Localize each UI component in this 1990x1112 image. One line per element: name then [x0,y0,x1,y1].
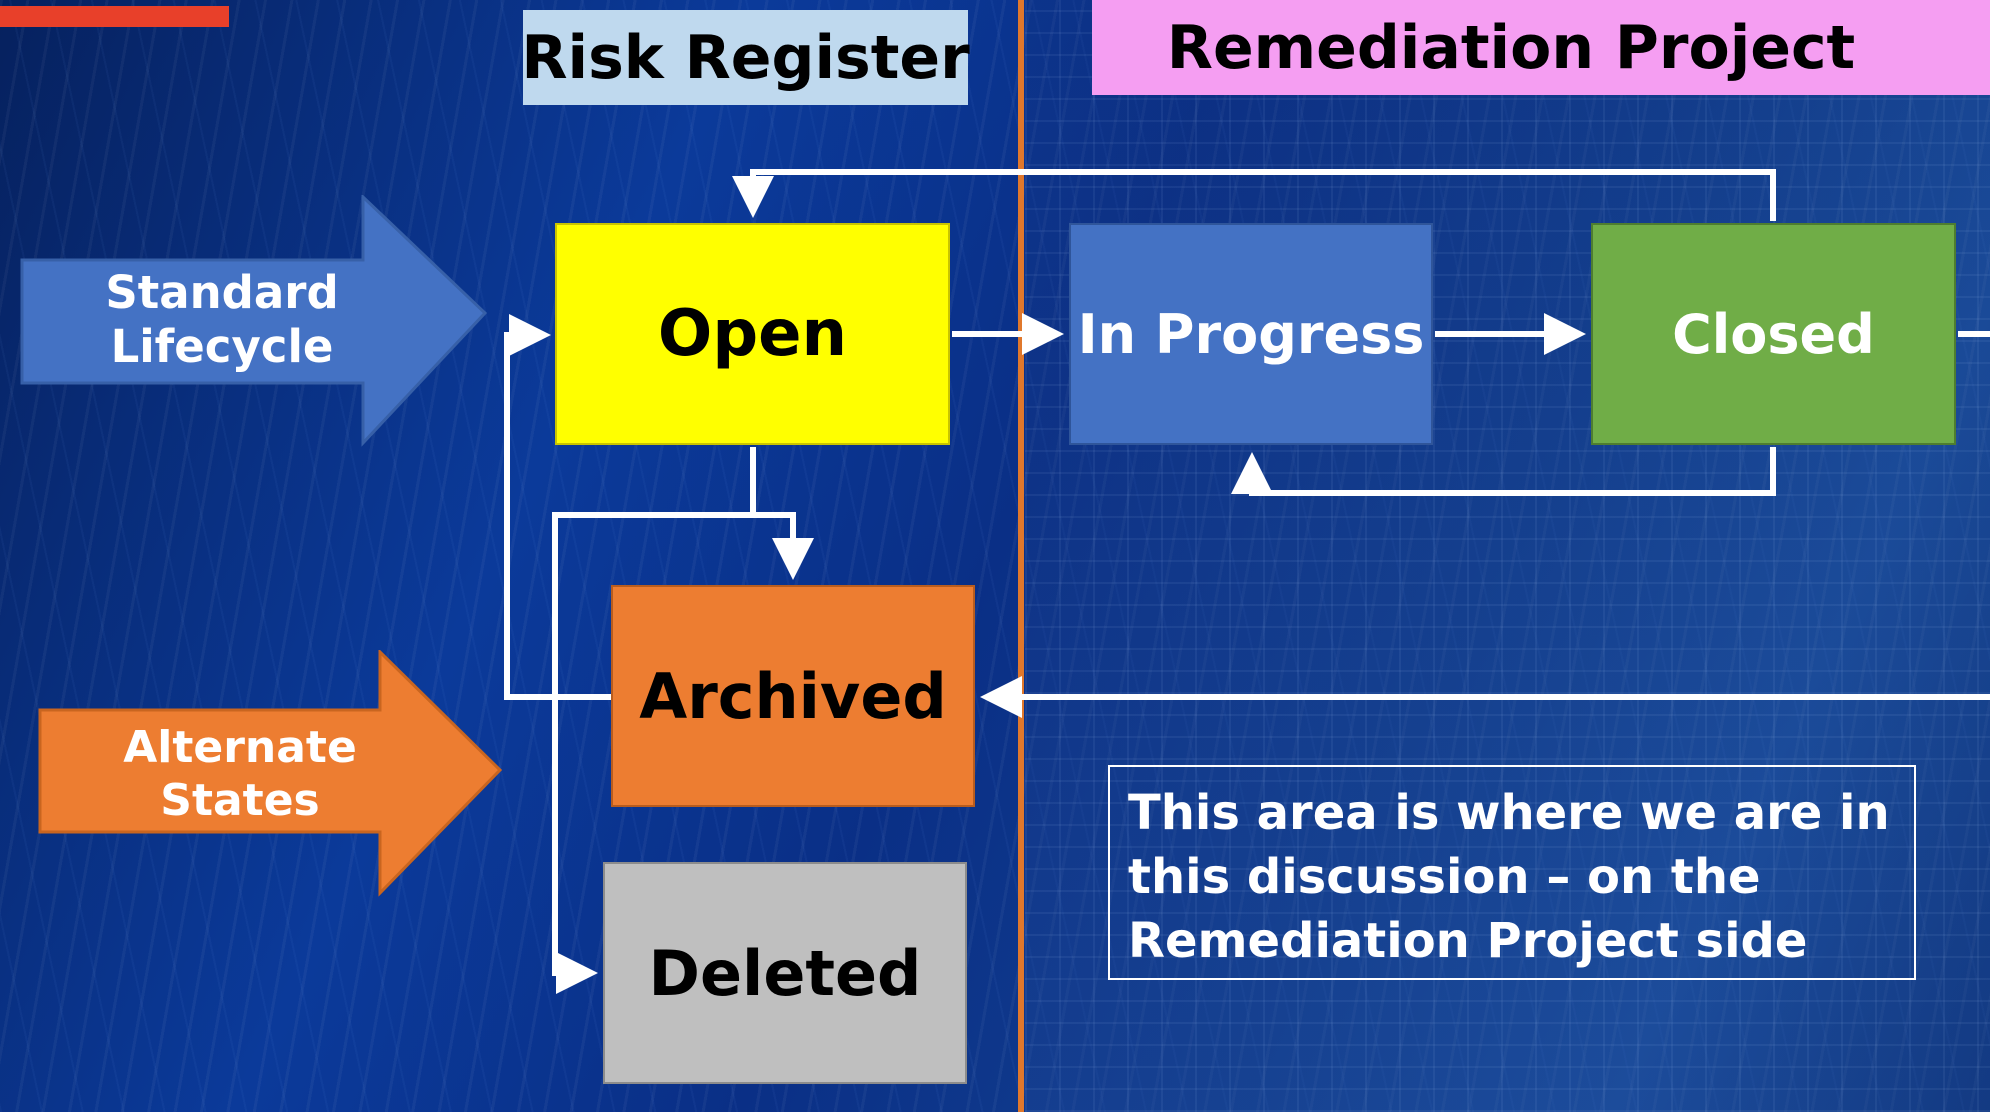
connector-closed-to-open [732,169,1776,221]
connector-open-to-deleted [552,512,753,994]
state-closed: Closed [1591,223,1956,445]
standard-lifecycle-label: Standard Lifecycle [105,266,339,373]
state-open: Open [555,223,950,445]
accent-bar [0,6,229,27]
background-building-grid [1025,0,1990,1112]
state-in-progress: In Progress [1069,223,1433,445]
section-divider [1018,0,1024,1112]
risk-register-header: Risk Register [521,10,970,105]
remediation-project-header: Remediation Project [1092,0,1990,95]
alternate-states-arrow [38,650,503,897]
alternate-states-label: Alternate States [123,722,357,826]
discussion-note: This area is where we are in this discus… [1108,765,1916,980]
connector-archived-to-open [504,314,611,700]
state-archived: Archived [611,585,975,807]
standard-lifecycle-arrow-shape [20,195,488,447]
state-deleted: Deleted [603,862,967,1084]
standard-lifecycle-arrow [20,195,488,447]
alternate-states-arrow-shape [38,650,503,897]
connector-open-to-archived [750,447,814,580]
connector-closed-to-in-progress [1231,447,1776,496]
